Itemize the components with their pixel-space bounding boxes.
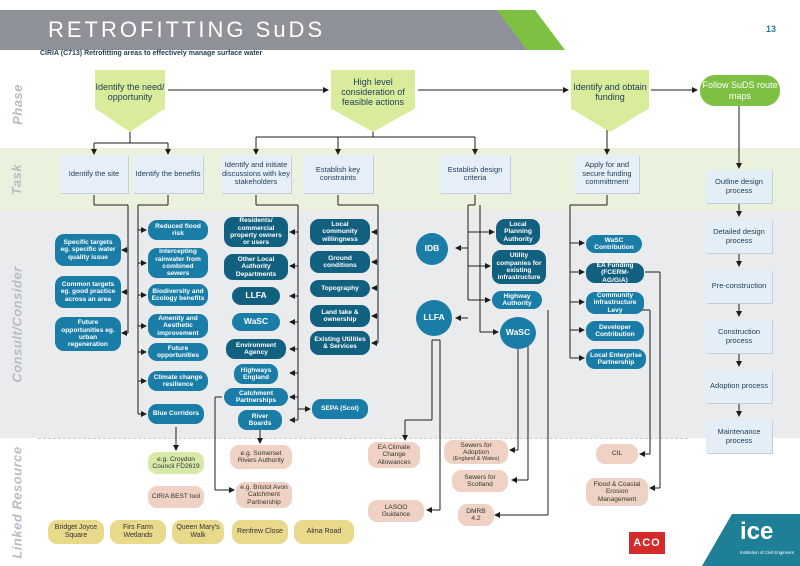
page-subtitle: CIRIA (C713) Retrofitting areas to effec… (40, 50, 263, 57)
route-pre-construction: Pre-construction (706, 270, 772, 303)
linked-lasoo: LASOO Guidance (368, 500, 424, 522)
consult-amenity: Amenity and Aesthetic improvement (148, 314, 208, 338)
case-study-firs-farm: Firs Farm Wetlands (110, 520, 166, 544)
task-identify-benefits: Identify the benefits (133, 155, 203, 193)
consult-catchment-partnerships: Catchment Partnerships (224, 388, 288, 406)
consult-existing-utilities: Existing Utilities & Services (310, 331, 370, 355)
linked-ciria-best: CIRIA BEST tool (148, 486, 204, 508)
route-outline-design: Outline design process (706, 170, 772, 203)
consult-wasc-contribution: WaSC Contribution (586, 235, 642, 253)
consult-community-willingness: Local community willingness (310, 219, 370, 245)
task-identify-site: Identify the site (60, 155, 128, 193)
header-banner (0, 10, 545, 50)
consult-highways-england: Highways England (234, 364, 278, 384)
linked-somerset: e.g. Somerset Rivers Authority (230, 445, 292, 469)
ice-logo-text: ice (740, 518, 774, 545)
linked-cil: CIL (596, 444, 638, 464)
consult-intercepting-rainwater: Intercepting rainwater from combined sew… (148, 248, 208, 278)
consult-highway-authority: Highway Authority (492, 291, 542, 309)
task-establish-criteria: Establish design criteria (440, 155, 510, 193)
linked-sewers-adoption: Sewers for Adoption (England & Wales) (444, 440, 508, 464)
case-study-renfrew-close: Renfrew Close (232, 520, 288, 544)
consult-llfa-criteria: LLFA (416, 300, 452, 336)
band-divider (38, 438, 688, 439)
consult-ground-conditions: Ground conditions (310, 251, 370, 273)
route-detailed-design: Detailed design process (706, 220, 772, 253)
consult-community-levy: Community infrastructure Levy (586, 292, 644, 314)
consult-reduced-flood-risk: Reduced flood risk (148, 220, 208, 240)
phase-follow-route-maps: Follow SuDS route maps (700, 75, 780, 106)
route-maintenance: Maintenance process (706, 420, 772, 453)
linked-sewers-adoption-sub: (England & Wales) (452, 456, 500, 463)
task-secure-funding: Apply for and secure funding committment (575, 155, 639, 193)
consult-wasc: WaSC (232, 313, 280, 331)
consult-llfa: LLFA (232, 287, 280, 305)
consult-developer-contribution: Developer Contribution (586, 321, 644, 341)
page-number: 13 (766, 24, 777, 34)
linked-croydon: e.g. Croydon Council FD2619 (148, 452, 204, 474)
consult-topography: Topography (310, 280, 370, 297)
consult-idb: IDB (416, 233, 448, 265)
linked-bristol: e.g. Bristol Avon Catchment Partnership (236, 482, 292, 508)
consult-specific-targets: Specific targets eg. specific water qual… (55, 234, 121, 266)
consult-ea-funding: EA Funding (FCERM-AG/GiA) (586, 262, 644, 284)
consult-future-opportunities: Future opportunities (148, 343, 208, 361)
consult-local-authority: Other Local Authority Departments (224, 254, 288, 280)
consult-river-boards: River Boards (238, 410, 282, 430)
consult-environment-agency: Environment Agency (226, 339, 286, 359)
consult-future-opportunities-site: Future opportunities eg. urban regenerat… (55, 317, 121, 351)
route-construction: Construction process (706, 320, 772, 353)
consult-climate-change: Climate change resilience (148, 371, 208, 391)
consult-local-enterprise: Local Enterprise Partnership (586, 349, 646, 369)
case-study-bridget-joyce: Bridget Joyce Square (48, 520, 104, 544)
linked-sewers-adoption-title: Sewers for Adoption (460, 441, 492, 456)
band-consult (0, 210, 800, 438)
consult-common-targets: Common targets eg. good practice across … (55, 276, 121, 308)
aco-logo: ACO (629, 532, 665, 554)
consult-wasc-criteria: WaSC (500, 317, 536, 349)
linked-dmrb: DMRB 4.2 (458, 504, 494, 526)
page-title: RETROFITTING SuDS (48, 17, 326, 42)
linked-sewers-scotland: Sewers for Scotland (452, 470, 508, 492)
consult-residents: Residents/ commercial property owners or… (224, 217, 288, 247)
consult-blue-corridors: Blue Corridors (148, 404, 204, 424)
linked-flood-coastal: Flood & Coastal Erosion Management (586, 478, 648, 506)
consult-biodiversity: Biodiversity and Ecology benefits (148, 284, 208, 306)
aco-logo-text: ACO (633, 537, 661, 549)
linked-ea-climate: EA Climate Change Allowances (368, 442, 420, 468)
ice-logo-subtext: Institution of Civil Engineers (739, 550, 795, 555)
consult-land-take: Land take & ownership (310, 305, 370, 327)
case-study-queen-marys: Queen Mary's Walk (172, 520, 224, 544)
consult-sepa: SEPA (Scot) (312, 399, 368, 419)
consult-local-planning-authority: Local Planning Authority (496, 219, 540, 245)
case-study-alma-road: Alma Road (294, 520, 354, 544)
task-establish-constraints: Establish key constraints (303, 155, 373, 193)
route-adoption: Adoption process (706, 370, 772, 403)
task-identify-stakeholders: Identify and initiate discussions with k… (221, 155, 291, 193)
consult-utility-companies: Utility companies for existing infrastru… (492, 250, 546, 284)
